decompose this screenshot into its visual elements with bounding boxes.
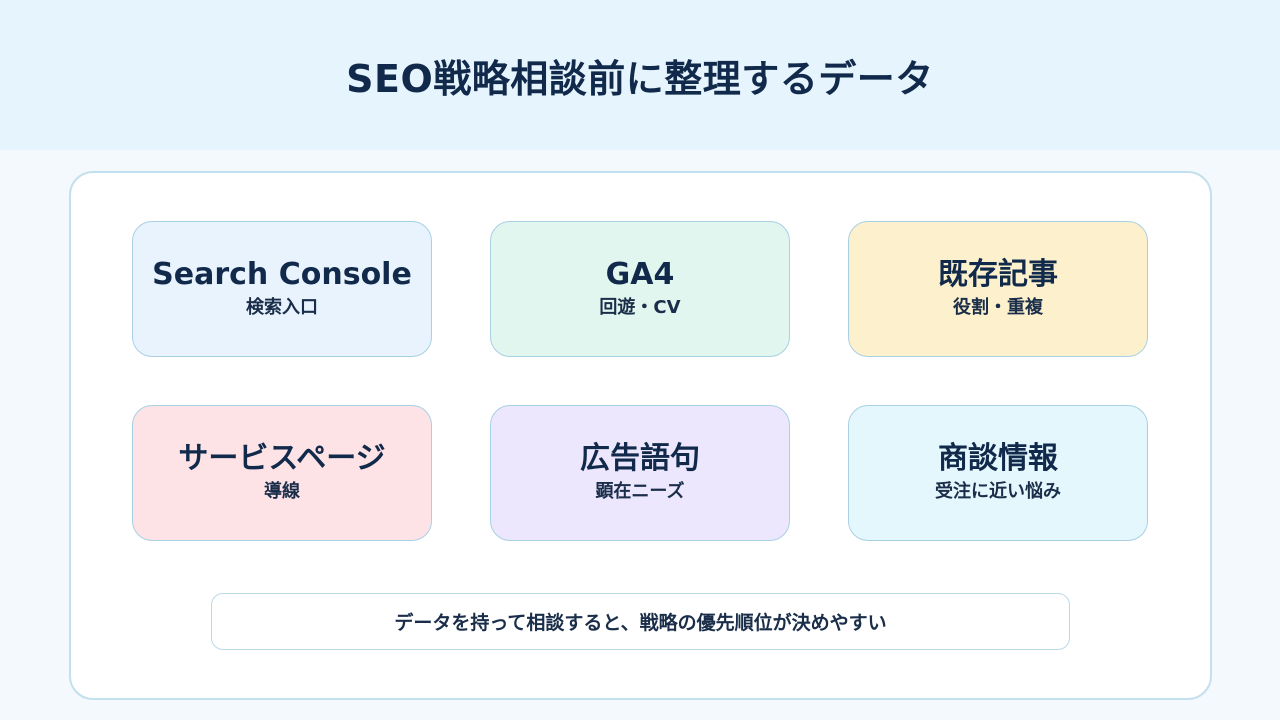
card-search-console: Search Console 検索入口 xyxy=(132,221,432,357)
card-service-page: サービスページ 導線 xyxy=(132,405,432,541)
card-subtitle: 回遊・CV xyxy=(599,297,681,318)
card-existing-articles: 既存記事 役割・重複 xyxy=(848,221,1148,357)
header-band: SEO戦略相談前に整理するデータ xyxy=(0,0,1280,150)
card-subtitle: 受注に近い悩み xyxy=(935,481,1061,502)
card-title: 商談情報 xyxy=(938,441,1058,476)
card-subtitle: 顕在ニーズ xyxy=(595,481,685,502)
card-sales-info: 商談情報 受注に近い悩み xyxy=(848,405,1148,541)
card-ad-keywords: 広告語句 顕在ニーズ xyxy=(490,405,790,541)
card-ga4: GA4 回遊・CV xyxy=(490,221,790,357)
card-subtitle: 検索入口 xyxy=(246,297,318,318)
card-subtitle: 役割・重複 xyxy=(953,297,1043,318)
page-title: SEO戦略相談前に整理するデータ xyxy=(346,56,934,101)
card-title: GA4 xyxy=(605,257,675,292)
card-subtitle: 導線 xyxy=(264,481,300,502)
card-title: 既存記事 xyxy=(938,257,1058,292)
card-title: サービスページ xyxy=(178,441,386,476)
card-title: Search Console xyxy=(152,257,412,292)
card-title: 広告語句 xyxy=(580,441,700,476)
summary-note: データを持って相談すると、戦略の優先順位が決めやすい xyxy=(211,593,1070,650)
summary-note-text: データを持って相談すると、戦略の優先順位が決めやすい xyxy=(394,612,887,634)
